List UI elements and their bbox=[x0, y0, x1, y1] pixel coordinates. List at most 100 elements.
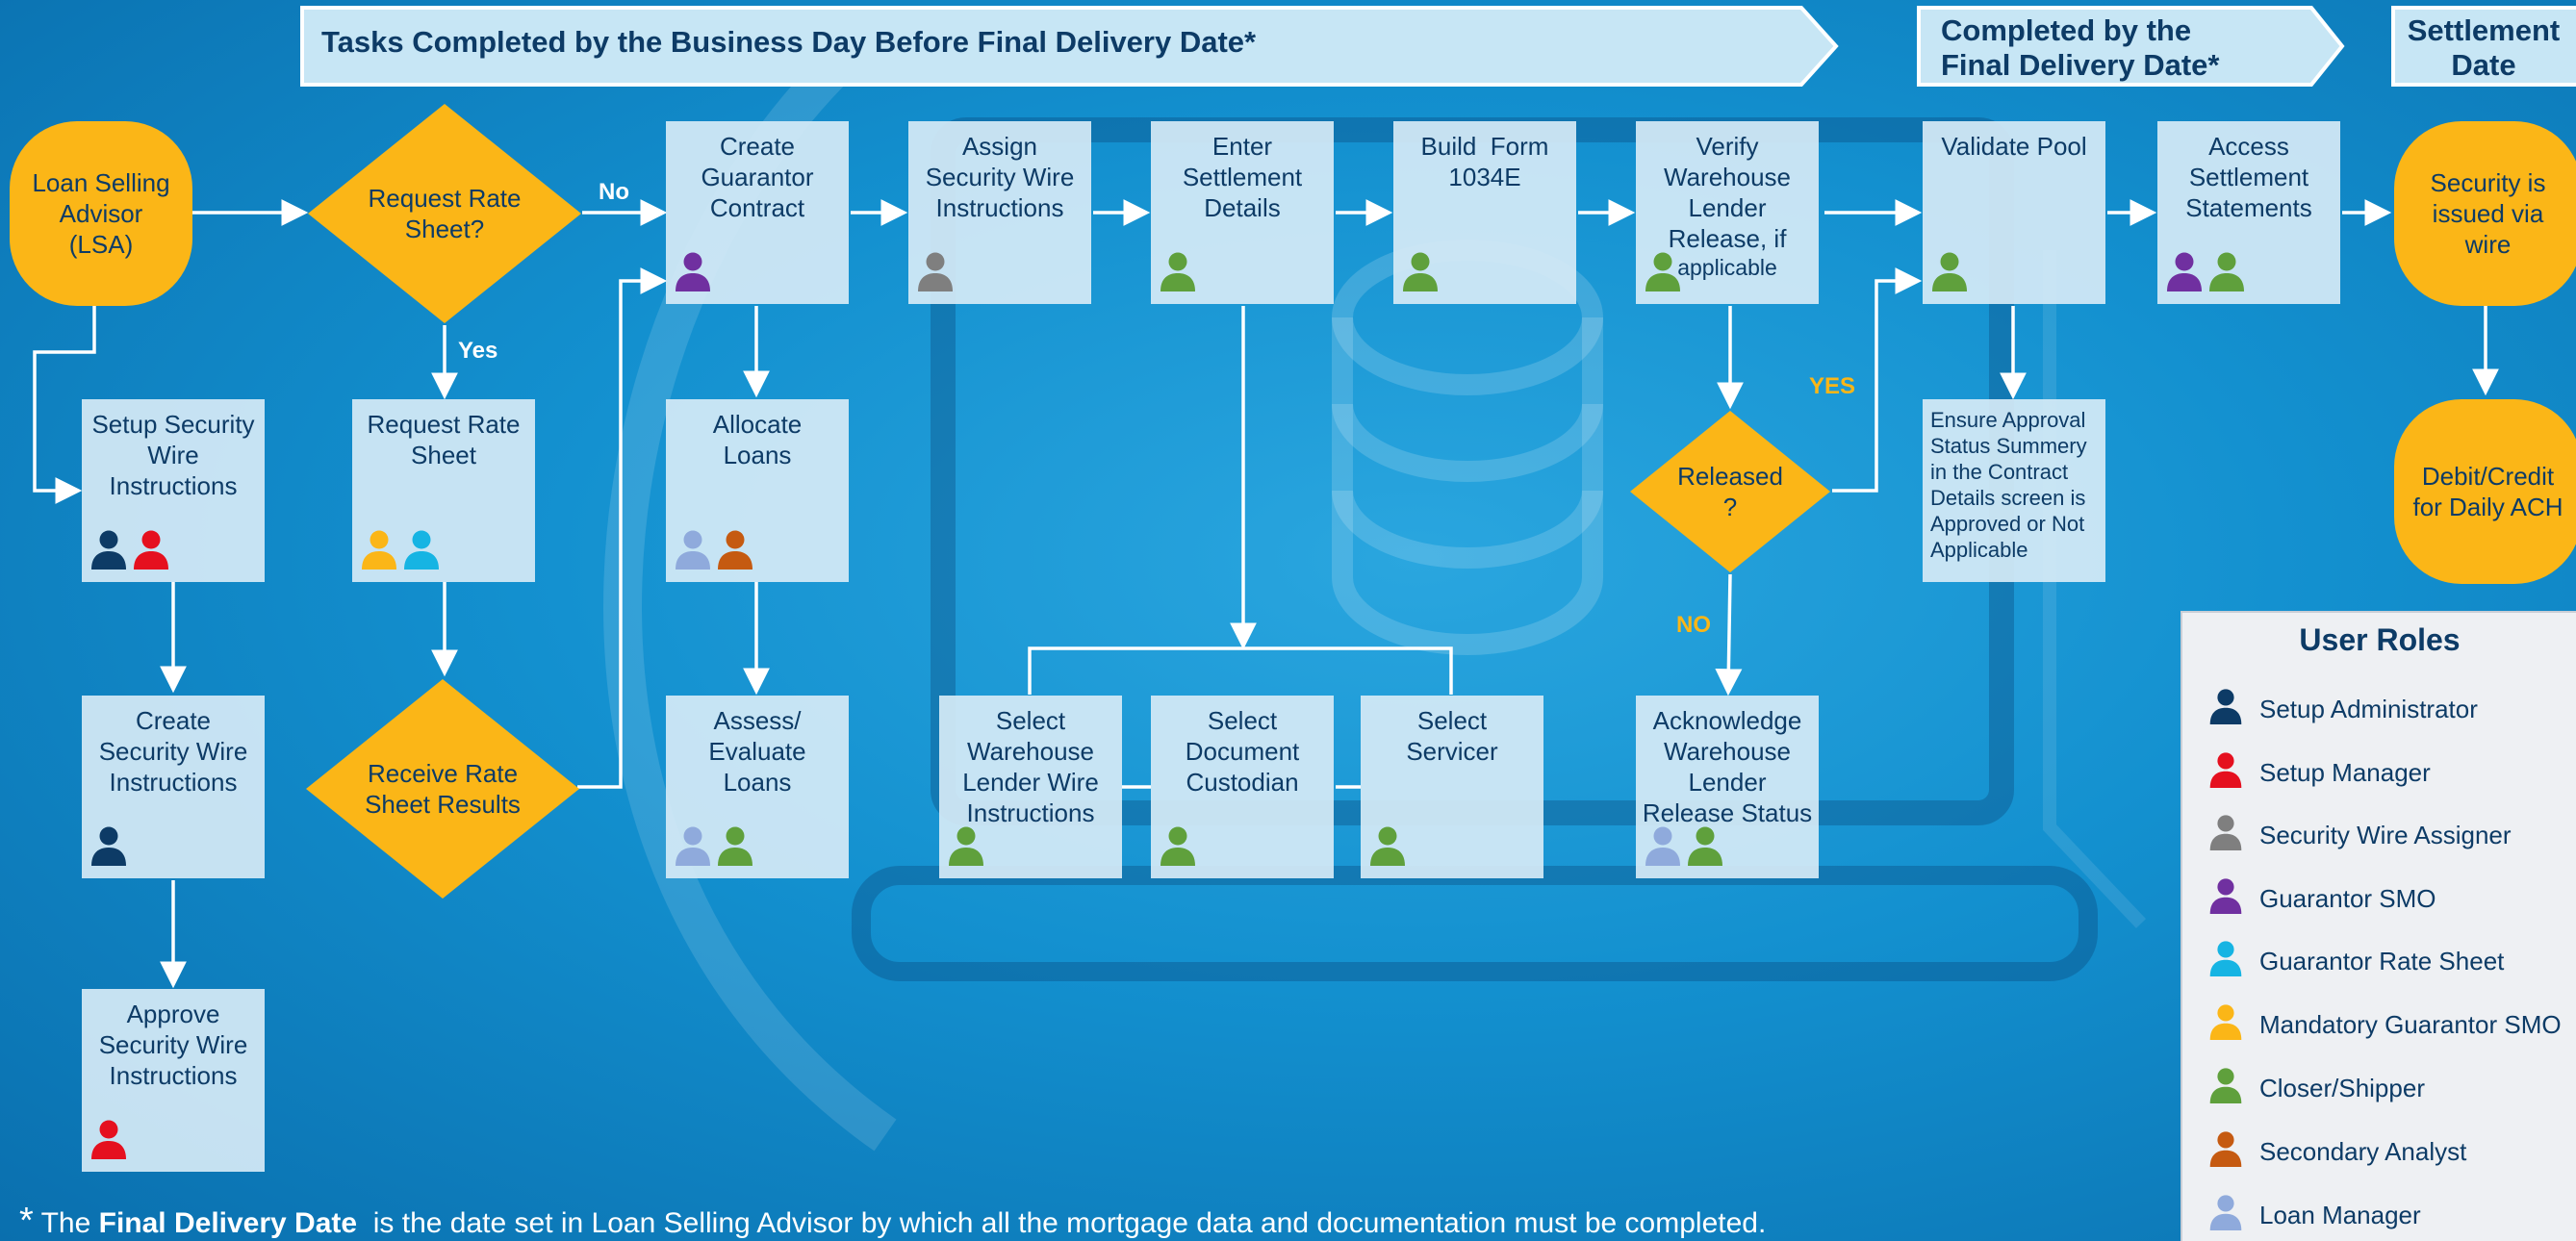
task-label: Access bbox=[2208, 132, 2289, 161]
person-icon bbox=[674, 251, 712, 298]
bracket-select-group bbox=[1028, 646, 1453, 695]
role-icons bbox=[360, 529, 441, 576]
decision-released-line2: ? bbox=[1722, 493, 1738, 521]
legend-title: User Roles bbox=[2299, 622, 2461, 657]
task-label: Security Wire bbox=[98, 1030, 248, 1059]
person-icon bbox=[2207, 1003, 2244, 1047]
task-label: Instructions bbox=[109, 768, 238, 797]
decision-receive-rate-sheet: Receive Rate Sheet Results bbox=[304, 677, 581, 900]
task-label: Build Form bbox=[1420, 132, 1549, 161]
task-label: Guarantor bbox=[701, 163, 814, 191]
person-icon bbox=[2207, 877, 2244, 921]
task-label: Enter bbox=[1211, 132, 1273, 161]
person-icon bbox=[1401, 251, 1440, 298]
legend-item: Setup Administrator bbox=[2207, 688, 2478, 731]
footnote-post: is the date set in Loan Selling Advisor … bbox=[357, 1207, 1767, 1239]
banner-completed-by-line1: Completed by the bbox=[1941, 13, 2192, 47]
legend-item: Secondary Analyst bbox=[2207, 1130, 2467, 1171]
task-label: Contract bbox=[709, 193, 805, 222]
decision-receive-line2: Sheet Results bbox=[365, 790, 521, 819]
task-label: Release Status bbox=[1642, 798, 1813, 827]
role-icons bbox=[1159, 825, 1197, 873]
task-label: applicable bbox=[1677, 255, 1777, 280]
decision-request-rate-sheet: Request Rate Sheet? bbox=[306, 102, 583, 325]
task-label: Document bbox=[1185, 737, 1300, 766]
person-icon bbox=[89, 825, 128, 873]
legend-label: Security Wire Assigner bbox=[2259, 820, 2512, 849]
person-icon bbox=[2207, 814, 2244, 857]
task-select-custodian: Select Document Custodian bbox=[1151, 696, 1334, 878]
task-allocate-loans: Allocate Loans bbox=[666, 399, 849, 582]
legend-label: Secondary Analyst bbox=[2259, 1136, 2467, 1166]
banner-completed-by: Completed by the Final Delivery Date* bbox=[1917, 6, 2346, 87]
person-icon bbox=[2207, 1194, 2244, 1237]
person-icon bbox=[1644, 251, 1682, 298]
person-icon bbox=[916, 251, 955, 298]
person-icon bbox=[2207, 1067, 2244, 1110]
start-loan-selling-advisor: Loan Selling Advisor (LSA) bbox=[10, 121, 192, 306]
task-label: Instructions bbox=[966, 798, 1095, 827]
person-icon bbox=[716, 825, 754, 873]
footnote-bold: Final Delivery Date bbox=[98, 1207, 358, 1239]
banner-settlement-date: Settlement Date bbox=[2391, 6, 2576, 87]
legend-label: Mandatory Guarantor SMO bbox=[2259, 1009, 2562, 1039]
task-label: Settlement bbox=[1182, 163, 1303, 191]
task-validate-pool: Validate Pool bbox=[1923, 121, 2105, 304]
note-line: in the Contract bbox=[1930, 460, 2069, 484]
legend-label: Setup Manager bbox=[2259, 757, 2431, 787]
person-icon bbox=[2207, 751, 2244, 795]
note-line: Approved or Not bbox=[1930, 512, 2085, 536]
task-label: Select bbox=[1416, 706, 1488, 735]
task-request-rate-sheet: Request Rate Sheet bbox=[352, 399, 535, 582]
task-enter-settlement: Enter Settlement Details bbox=[1151, 121, 1334, 304]
task-label: Allocate bbox=[712, 410, 803, 439]
person-icon bbox=[674, 529, 712, 576]
edge-label-yes: Yes bbox=[458, 338, 498, 364]
edge-label-yes-released: YES bbox=[1809, 373, 1856, 399]
task-label: Sheet bbox=[411, 441, 476, 469]
task-label: Instructions bbox=[935, 193, 1064, 222]
person-icon bbox=[2207, 251, 2246, 298]
task-label: Settlement bbox=[2188, 163, 2309, 191]
note-line: Ensure Approval bbox=[1930, 408, 2086, 432]
task-create-security-wire: Create Security Wire Instructions bbox=[82, 696, 265, 878]
banner-completed-by-line2: Final Delivery Date* bbox=[1941, 48, 2220, 82]
task-label: Loans bbox=[723, 441, 792, 469]
role-icons bbox=[1644, 251, 1682, 298]
person-icon bbox=[2207, 940, 2244, 983]
task-label: Lender Wire bbox=[962, 768, 1099, 797]
task-label: Request Rate bbox=[367, 410, 521, 439]
banner-settlement-line2: Date bbox=[2451, 48, 2516, 82]
task-label: Setup Security bbox=[91, 410, 255, 439]
person-icon bbox=[1686, 825, 1724, 873]
footnote-pre: The bbox=[33, 1207, 99, 1239]
legend-label: Loan Manager bbox=[2259, 1200, 2421, 1229]
person-icon bbox=[2207, 688, 2244, 731]
task-label: Lender bbox=[1688, 768, 1767, 797]
role-icons bbox=[2165, 251, 2246, 298]
role-icons bbox=[947, 825, 985, 873]
role-icons bbox=[89, 529, 170, 576]
role-icons bbox=[674, 529, 754, 576]
role-icons bbox=[674, 825, 754, 873]
task-label: Details bbox=[1204, 193, 1281, 222]
start-line2: Advisor bbox=[59, 199, 143, 228]
person-icon bbox=[89, 1119, 128, 1166]
task-label: Wire bbox=[147, 441, 199, 469]
footnote-star: * bbox=[19, 1201, 34, 1241]
legend-item: Closer/Shipper bbox=[2207, 1067, 2425, 1110]
note-line: Status Summery bbox=[1930, 434, 2087, 458]
task-label: Select bbox=[1207, 706, 1278, 735]
task-verify-warehouse: Verify Warehouse Lender Release, if appl… bbox=[1636, 121, 1819, 304]
end-security-issued: Security is issued via wire bbox=[2394, 121, 2576, 306]
person-icon bbox=[402, 529, 441, 576]
task-assign-security-wire: Assign Security Wire Instructions bbox=[908, 121, 1091, 304]
person-icon bbox=[1368, 825, 1407, 873]
legend-item: Guarantor Rate Sheet bbox=[2207, 940, 2504, 983]
diamond-shape bbox=[1630, 411, 1830, 572]
arrow-receive-to-contract bbox=[577, 267, 668, 789]
footnote: * The Final Delivery Date is the date se… bbox=[19, 1201, 1766, 1241]
role-icons bbox=[89, 825, 128, 873]
task-create-guarantor-contract: Create Guarantor Contract bbox=[666, 121, 849, 304]
